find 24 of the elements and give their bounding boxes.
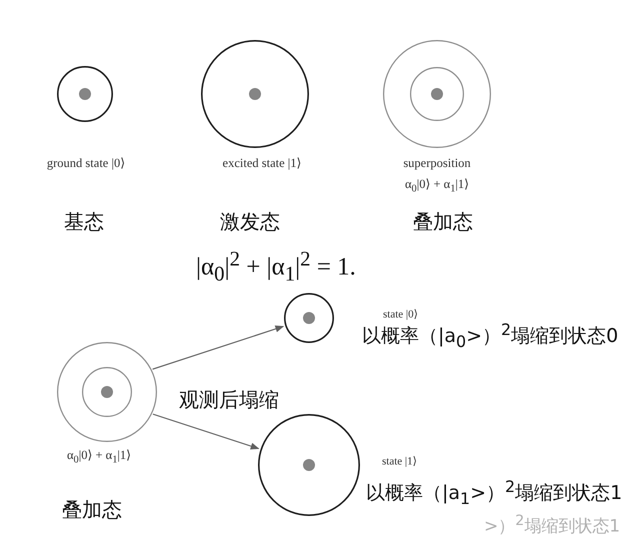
state-circle [284,293,334,343]
state-caption: state |0⟩ [383,308,418,322]
state-formula: α$_{0}$|0⟩ + α$_{1}$|1⟩ [404,176,470,196]
state-caption: superposition [403,156,471,170]
arrow [152,414,260,450]
state-name: 激发态 [220,210,280,234]
state-name: 叠加态 [62,498,122,522]
state-caption: state |1⟩ [382,456,417,468]
state-caption: excited state |1⟩ [222,156,302,170]
collapse-label: 观测后塌缩 [179,388,279,412]
superposition-circle [57,342,157,442]
arrow [152,326,284,370]
probability-note: 以概率（|a$_{1}$>）$^{2}$塌缩到状态1 [366,478,622,508]
state-caption: ground state |0⟩ [46,156,126,170]
state-circle [258,414,360,516]
normalization-formula: |α$_{0}$|$^{2}$ + |α$_{1}$|$^{2}$ = 1. [196,247,356,287]
probability-note: 以概率（|a$_{0}$>）$^{2}$塌缩到状态0 [362,320,618,352]
superposition-circle [383,40,491,148]
state-circle [57,66,113,122]
state-name: 基态 [64,210,104,234]
state-name: 叠加态 [413,210,473,234]
state-circle [201,40,309,148]
state-formula: α$_{0}$|0⟩ + α$_{1}$|1⟩ [66,448,132,466]
faded-text: >）$^{2}$塌缩到状态1 [484,512,620,538]
